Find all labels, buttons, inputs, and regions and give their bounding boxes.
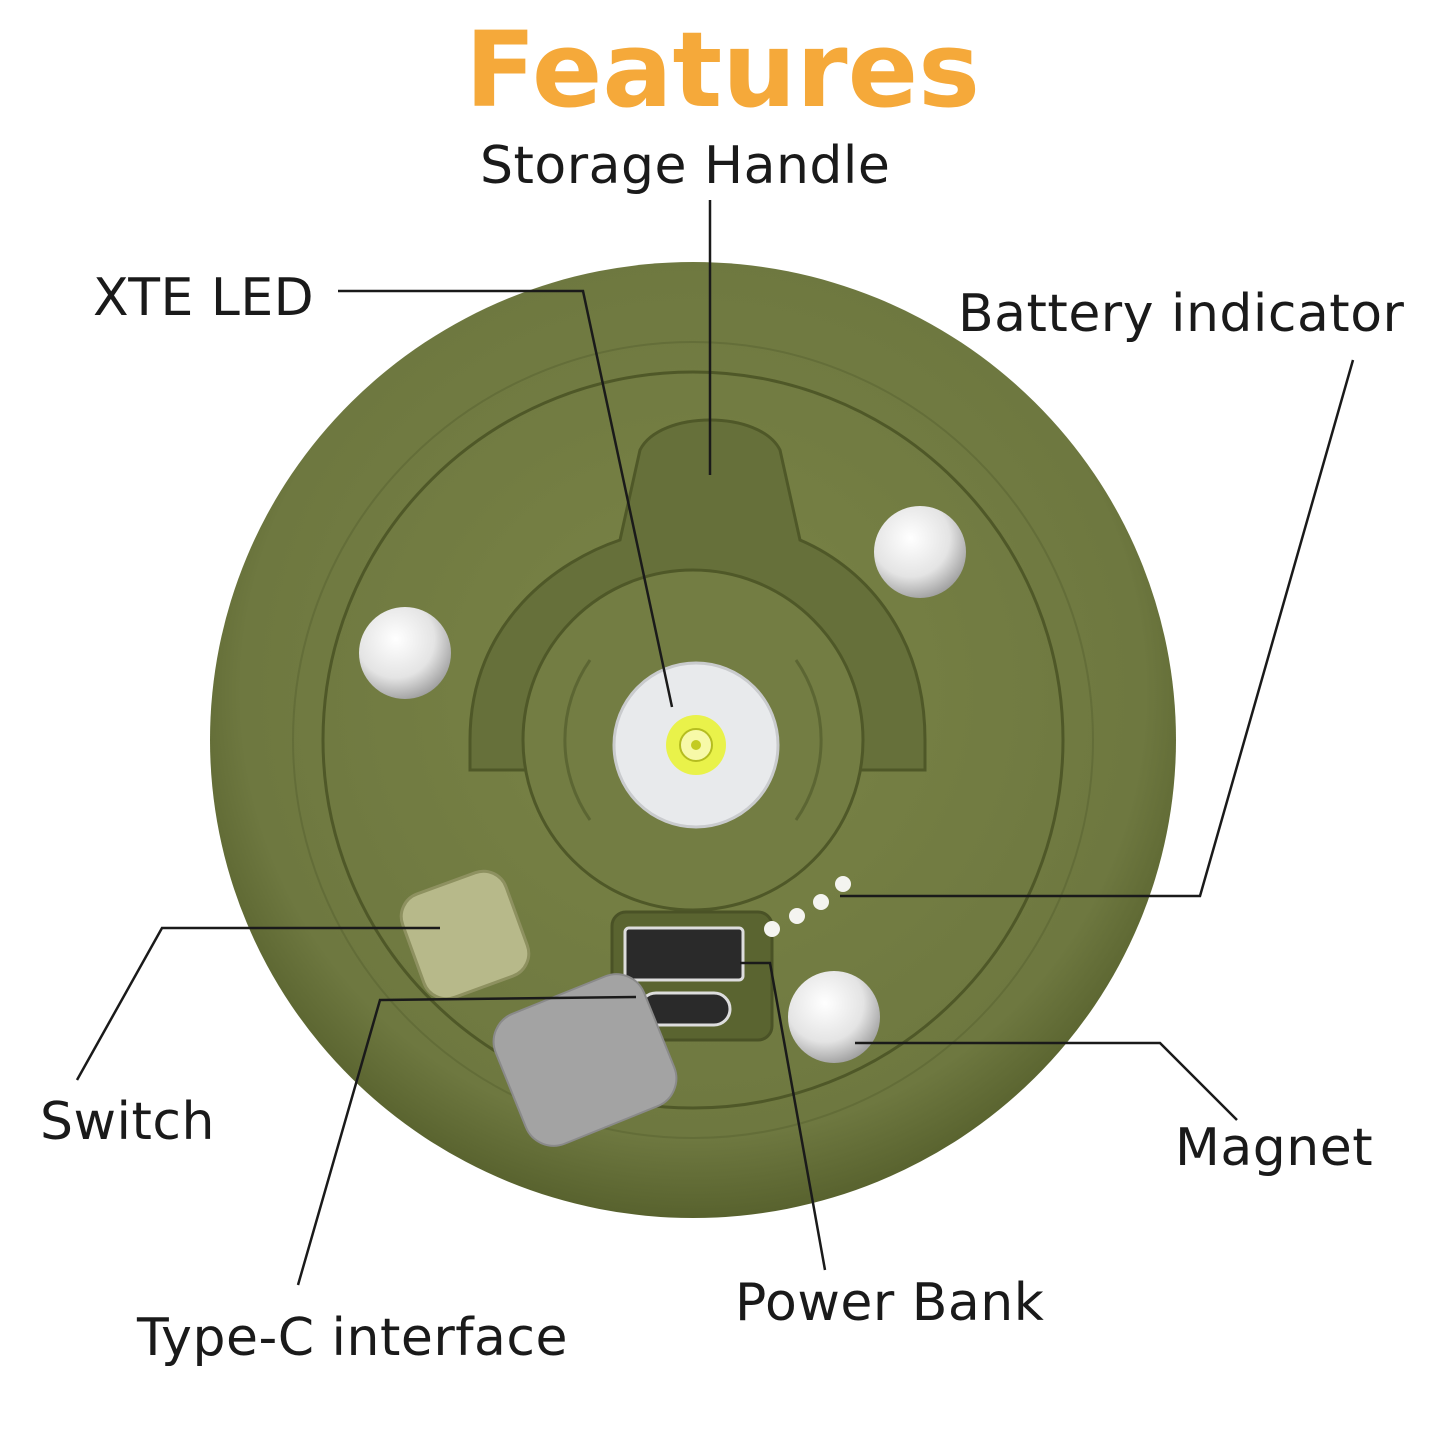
magnet-icon: [359, 607, 451, 699]
label-type-c: Type-C interface: [137, 1308, 568, 1368]
label-switch: Switch: [40, 1092, 215, 1152]
usb-a-port: [623, 926, 745, 982]
magnet-icon: [788, 971, 880, 1063]
label-power-bank: Power Bank: [735, 1273, 1045, 1333]
page-title: Features: [464, 9, 981, 131]
battery-indicator-dots: [764, 876, 851, 937]
outer-ring: [321, 370, 1065, 1110]
label-magnet: Magnet: [1175, 1118, 1374, 1178]
label-storage-handle: Storage Handle: [480, 136, 891, 196]
leader-lines: [75, 200, 1355, 1286]
label-battery-indicator: Battery indicator: [958, 284, 1405, 344]
switch-button: [399, 869, 531, 1001]
port-cover: [492, 973, 678, 1147]
label-xte-led: XTE LED: [93, 268, 315, 328]
magnet-icon: [874, 506, 966, 598]
